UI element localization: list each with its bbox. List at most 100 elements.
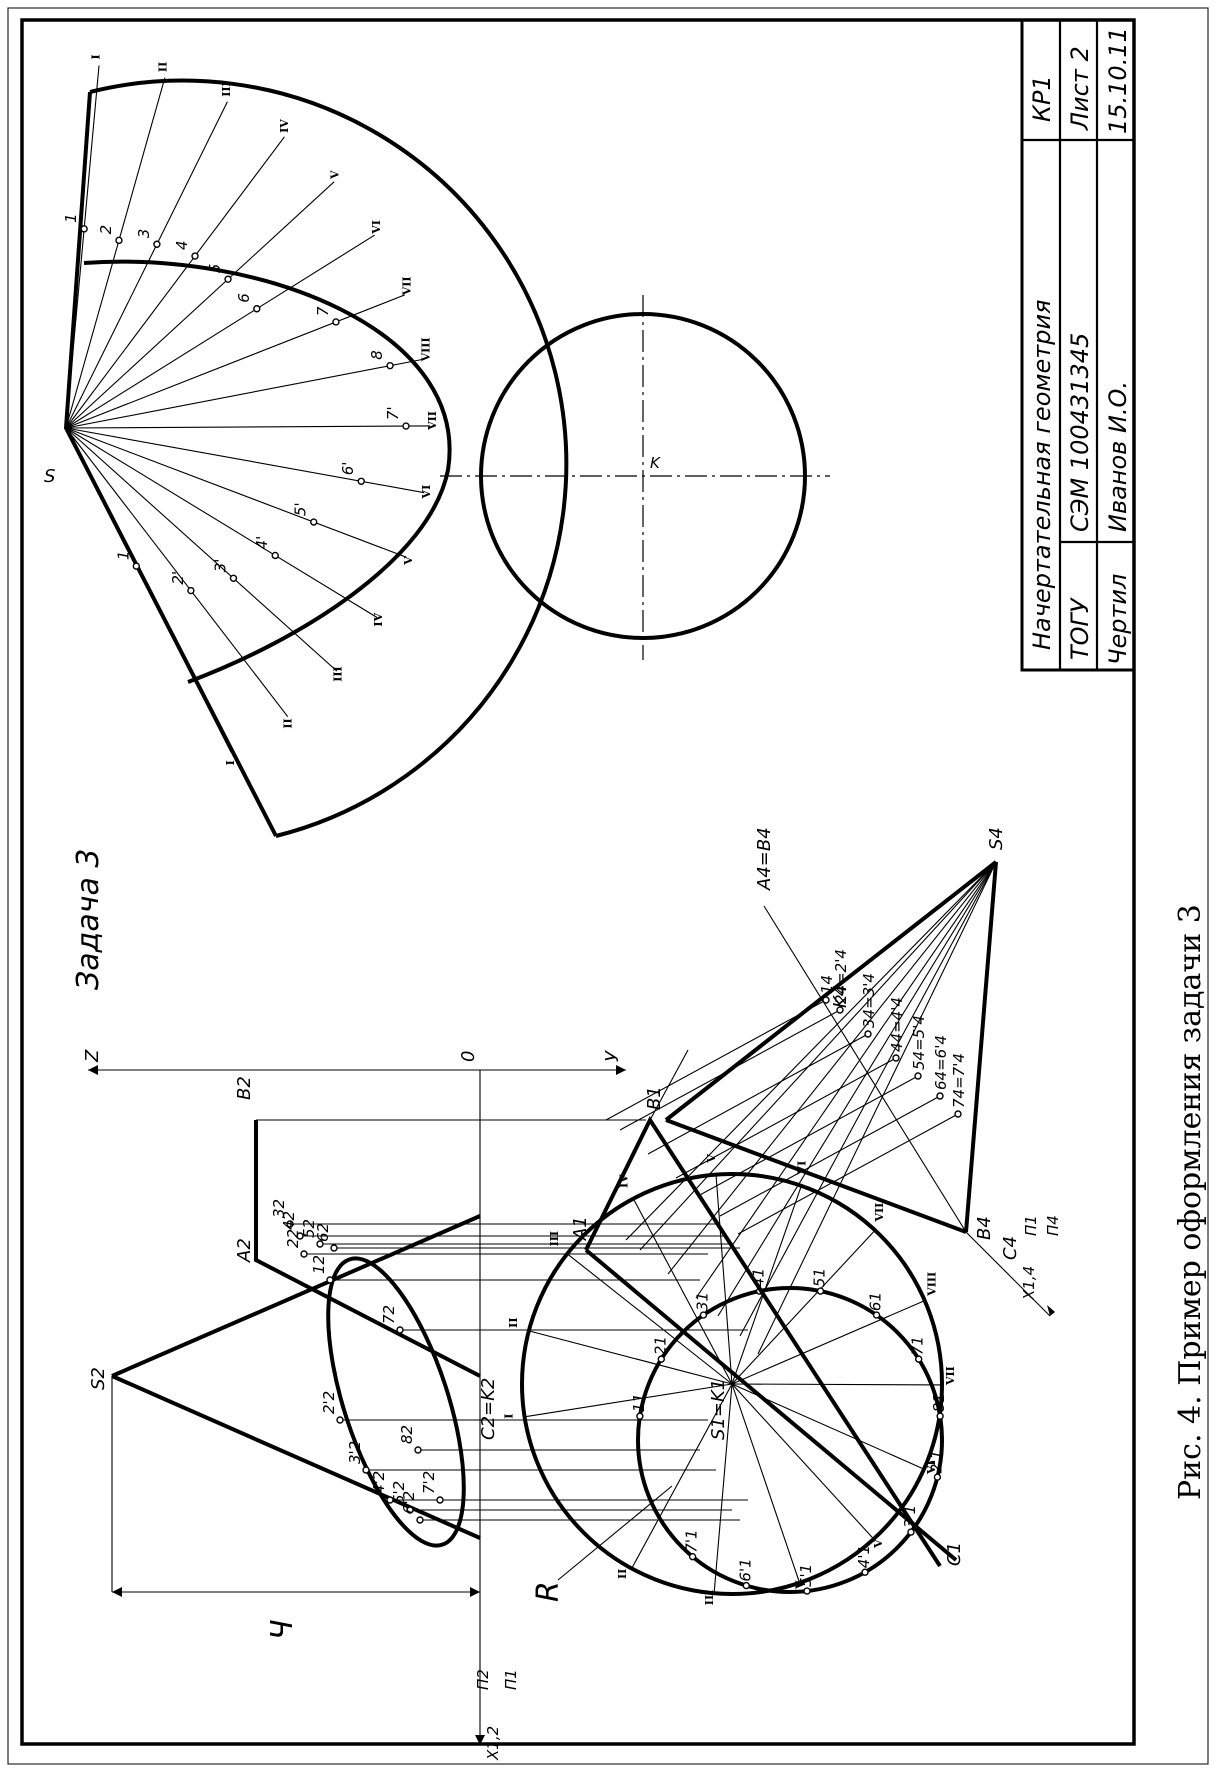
development-point [132, 562, 141, 570]
aux-point-label: 64=6'4 [932, 1035, 950, 1090]
development-point-label: 3' [211, 559, 229, 573]
roman-label: I [90, 54, 103, 59]
label-K4: K4 [830, 985, 851, 1008]
front-point [286, 1220, 294, 1228]
development-point-label: 4 [173, 240, 191, 250]
top-point [816, 1287, 825, 1295]
label-A1: A1 [570, 1216, 591, 1241]
top-point [699, 1311, 708, 1319]
aux-point-label: 74=7'4 [950, 1053, 968, 1108]
aux-ray [739, 861, 997, 1337]
front-point [436, 1496, 444, 1504]
development-rays [65, 65, 430, 753]
aux-link [605, 999, 827, 1121]
aux-line-a4 [763, 905, 967, 1233]
development-ray [65, 427, 338, 672]
top-point-label: 7'1 [683, 1529, 701, 1552]
development-point-label: 3 [135, 229, 153, 239]
label-S: S [44, 466, 55, 487]
top-ray [631, 1383, 733, 1569]
label-x14: X1,4 [1020, 1266, 1038, 1301]
top-point-label: 5'1 [797, 1564, 815, 1587]
label-x12: X1,2 [484, 1726, 502, 1761]
development-point-label: 7' [384, 406, 402, 420]
label-y: У [602, 1050, 623, 1062]
front-point [416, 1516, 424, 1524]
top-point [861, 1568, 869, 1576]
top-rays [524, 1174, 944, 1595]
front-point [336, 1416, 344, 1424]
development-ray [65, 427, 407, 558]
roman-label: III [331, 666, 344, 681]
roman-label: VII [400, 276, 413, 296]
title-block: Начертательная геометрия ТОГУ СЭМ 100431… [1020, 18, 1136, 672]
code-text: КР1 [1028, 75, 1056, 122]
aux-ray [757, 861, 997, 1355]
roman-label: VII [426, 411, 439, 431]
development-point-label: 6 [235, 293, 253, 303]
front-point-label: 12 [310, 1255, 328, 1274]
aux-point [914, 1072, 922, 1080]
development-point [386, 361, 394, 370]
axis-x14 [965, 1231, 1051, 1317]
aux-ray [695, 861, 997, 1299]
aux-point [936, 1092, 944, 1100]
date-text: 15.10.11 [1104, 27, 1132, 134]
prism-top-link [649, 1049, 689, 1121]
front-point-label: 72 [380, 1305, 398, 1324]
cone-base: K [440, 295, 830, 660]
roman-label: II [157, 62, 170, 72]
label-S4: S4 [986, 827, 1007, 850]
aux-cone-outline [664, 860, 998, 1233]
top-point [742, 1581, 750, 1590]
front-point-label: 4'2 [370, 1471, 388, 1494]
top-ray [731, 1383, 943, 1386]
top-point-label: 4'1 [855, 1545, 873, 1568]
top-point [657, 1355, 665, 1363]
front-point-label: 2'2 [320, 1391, 338, 1414]
top-point [933, 1473, 942, 1481]
label-C2K2: C2=K2 [478, 1378, 499, 1440]
top-point [688, 1552, 697, 1561]
aux-point [836, 1006, 844, 1014]
top-roman-label: VII [944, 1366, 957, 1386]
subject-text: Начертательная геометрия [1028, 300, 1056, 651]
roman-label: IV [278, 119, 291, 133]
top-point [936, 1412, 944, 1420]
aux-rays [605, 861, 997, 1355]
development-point-label: 5' [292, 502, 310, 516]
development-point-label: 1 [114, 551, 132, 561]
top-roman-label: IV [793, 1580, 806, 1594]
y-arrow-icon [616, 1065, 626, 1075]
aux-point-label: 34=3'4 [860, 973, 878, 1028]
aux-point-label: 44=4'4 [888, 997, 906, 1052]
top-point-label: 2'1 [927, 1450, 945, 1473]
label-C4: C4 [1000, 1236, 1021, 1260]
sheet-text: Лист 2 [1066, 46, 1094, 131]
development-ray [65, 101, 228, 429]
aux-point [822, 996, 830, 1004]
development-point [357, 477, 365, 485]
z-arrow-icon [88, 1065, 98, 1075]
development-point [187, 586, 195, 595]
roman-label: V [329, 170, 342, 180]
roman-label: III [220, 81, 233, 96]
front-point [326, 1276, 334, 1284]
front-point-label: 62 [314, 1223, 332, 1242]
group-text: СЭМ 100431345 [1066, 333, 1094, 532]
development-point-label: 2 [97, 225, 115, 235]
aux-link [647, 1033, 869, 1155]
development-point [253, 305, 261, 313]
roman-label: V [402, 556, 415, 566]
development-point [332, 318, 340, 326]
label-B4: B4 [974, 1216, 995, 1240]
label-p4: П4 [1044, 1215, 1062, 1236]
aux-link [737, 1113, 959, 1235]
development-point [224, 275, 232, 283]
sheet-edge [7, 7, 1209, 1765]
aux-point-label: 14 [818, 975, 836, 994]
top-ray [731, 1383, 875, 1540]
